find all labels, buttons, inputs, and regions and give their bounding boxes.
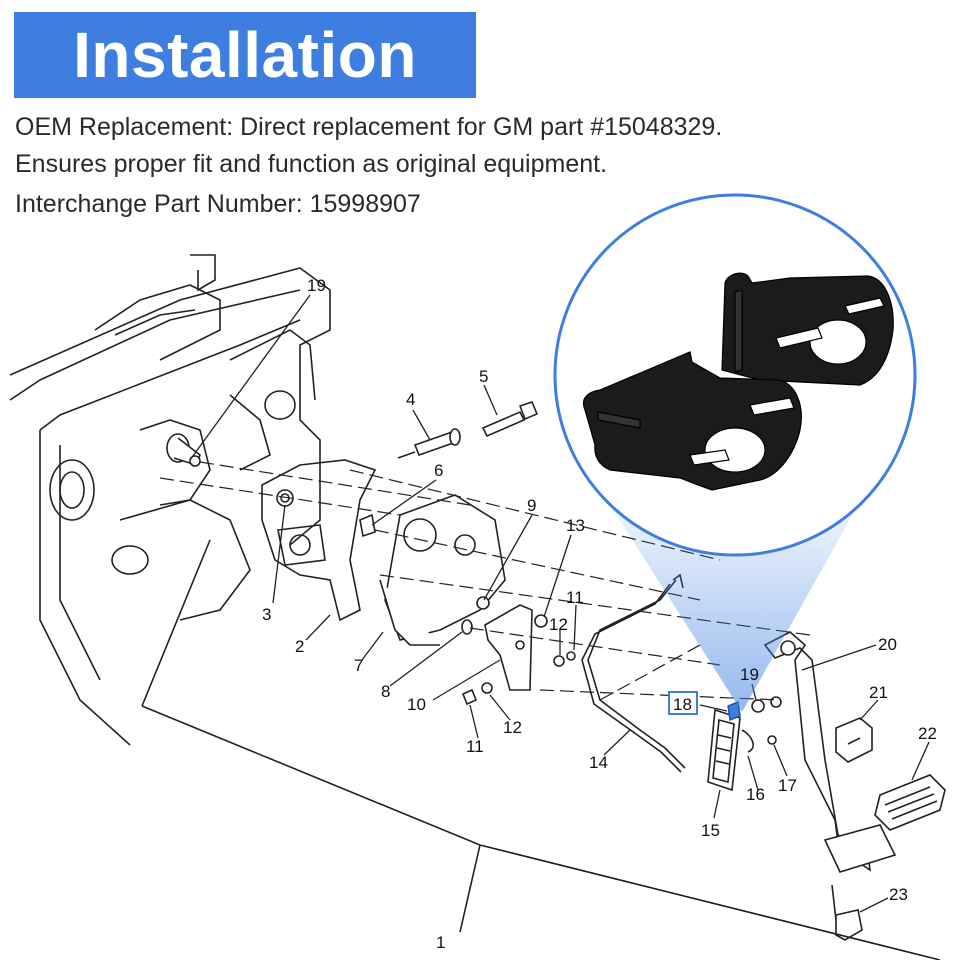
callout-22: 22 xyxy=(918,724,937,743)
callout-19: 19 xyxy=(307,276,326,295)
callout-9: 9 xyxy=(527,496,536,515)
plate-7 xyxy=(379,494,506,646)
installation-banner: Installation xyxy=(14,12,476,98)
callout-13: 13 xyxy=(566,516,585,535)
callout-6: 6 xyxy=(434,461,443,480)
callout-23: 23 xyxy=(889,885,908,904)
clip-17 xyxy=(767,735,777,745)
bolt-5 xyxy=(481,401,539,438)
bolt-4 xyxy=(397,428,461,459)
pushrod-19 xyxy=(166,433,201,467)
nut-9 xyxy=(476,596,490,610)
callout-18-box xyxy=(668,691,698,715)
pedal-pad-15 xyxy=(707,708,741,792)
interchange-part-text: Interchange Part Number: 15998907 xyxy=(15,190,421,218)
bracket-2 xyxy=(261,459,377,622)
callout-15: 15 xyxy=(701,821,720,840)
callout-2: 2 xyxy=(295,637,304,656)
callout-14: 14 xyxy=(589,753,608,772)
switch-21 xyxy=(835,717,873,763)
pedal-arm-20 xyxy=(763,631,897,873)
brake-pad-22 xyxy=(874,774,946,831)
banner-title: Installation xyxy=(73,19,417,91)
sensor-23 xyxy=(831,884,863,941)
callout-8: 8 xyxy=(381,682,390,701)
cable-14 xyxy=(581,573,686,773)
fasteners xyxy=(461,614,576,706)
bushing-19 xyxy=(751,696,782,713)
callout-21: 21 xyxy=(869,683,888,702)
callout-11: 11 xyxy=(466,737,484,756)
stud-6 xyxy=(359,513,376,538)
clip-photo-upper xyxy=(721,272,894,386)
callout-16: 16 xyxy=(746,785,765,804)
spring-16 xyxy=(741,729,754,753)
clip-photo-lower xyxy=(582,351,802,491)
callout-1: 1 xyxy=(436,933,445,952)
callout-17: 17 xyxy=(778,776,797,795)
callout-3: 3 xyxy=(262,605,271,624)
callout-5: 5 xyxy=(479,367,488,386)
clip-18 xyxy=(727,701,741,721)
callout-labels: 1 2 3 4 5 6 7 8 9 10 11 11 12 12 13 14 1… xyxy=(262,276,937,952)
oem-replacement-text: OEM Replacement: Direct replacement for … xyxy=(15,113,723,141)
firewall-structure xyxy=(9,254,331,746)
magnifier-beam xyxy=(610,505,858,712)
callout-19: 19 xyxy=(740,665,759,684)
leader-lines xyxy=(189,294,930,913)
bracket-10 xyxy=(484,604,533,691)
callout-7: 7 xyxy=(354,656,363,675)
fit-function-text: Ensures proper fit and function as origi… xyxy=(15,150,608,178)
callout-18: 18 xyxy=(673,695,692,714)
callout-11: 11 xyxy=(566,588,584,607)
callout-12: 12 xyxy=(503,718,522,737)
callout-12: 12 xyxy=(549,615,568,634)
callout-10: 10 xyxy=(407,695,426,714)
callout-1-bracket xyxy=(141,539,941,960)
callout-20: 20 xyxy=(878,635,897,654)
callout-4: 4 xyxy=(406,390,415,409)
pin-8 xyxy=(461,619,473,635)
